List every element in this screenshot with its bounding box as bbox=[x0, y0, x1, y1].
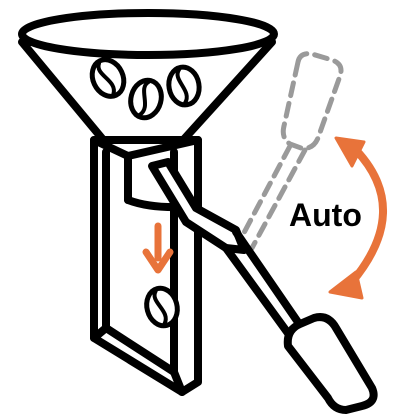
lever-icon bbox=[148, 158, 378, 414]
rotation-arrow-icon bbox=[328, 136, 387, 300]
auto-label: Auto bbox=[289, 197, 362, 233]
grinder-body-icon bbox=[90, 136, 202, 396]
down-arrow-icon bbox=[142, 222, 174, 274]
ghost-lever-icon bbox=[235, 51, 344, 251]
